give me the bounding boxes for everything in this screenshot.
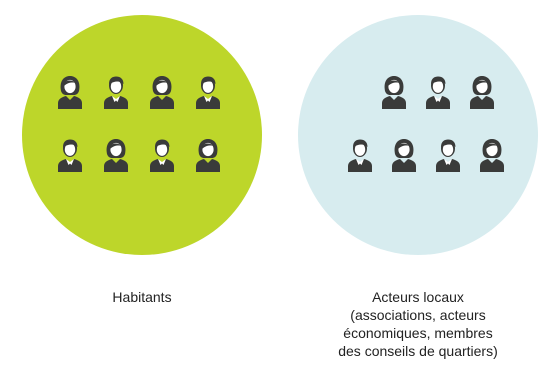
- acteurs-label-line-3: économiques, membres: [343, 325, 493, 341]
- woman-icon: [382, 76, 406, 109]
- woman-icon: [196, 139, 220, 172]
- man-icon: [104, 76, 128, 109]
- acteurs-label-line-2: (associations, acteurs: [350, 307, 486, 323]
- man-icon: [196, 76, 220, 109]
- woman-icon: [480, 139, 504, 172]
- habitants-label: Habitants: [22, 288, 262, 306]
- woman-icon: [150, 76, 174, 109]
- habitants-label-line: Habitants: [112, 289, 172, 305]
- woman-icon: [392, 139, 416, 172]
- woman-icon: [58, 76, 82, 109]
- man-icon: [436, 139, 460, 172]
- acteurs-label-line-4: des conseils de quartiers): [338, 343, 498, 359]
- acteurs-locaux-label: Acteurs locaux (associations, acteurs éc…: [298, 288, 538, 360]
- acteurs-label-line-1: Acteurs locaux: [372, 289, 464, 305]
- man-icon: [348, 139, 372, 172]
- man-icon: [426, 76, 450, 109]
- woman-icon: [470, 76, 494, 109]
- man-icon: [58, 139, 82, 172]
- woman-icon: [104, 139, 128, 172]
- acteurs-locaux-circle: [298, 15, 538, 255]
- habitants-circle: [22, 15, 262, 255]
- man-icon: [150, 139, 174, 172]
